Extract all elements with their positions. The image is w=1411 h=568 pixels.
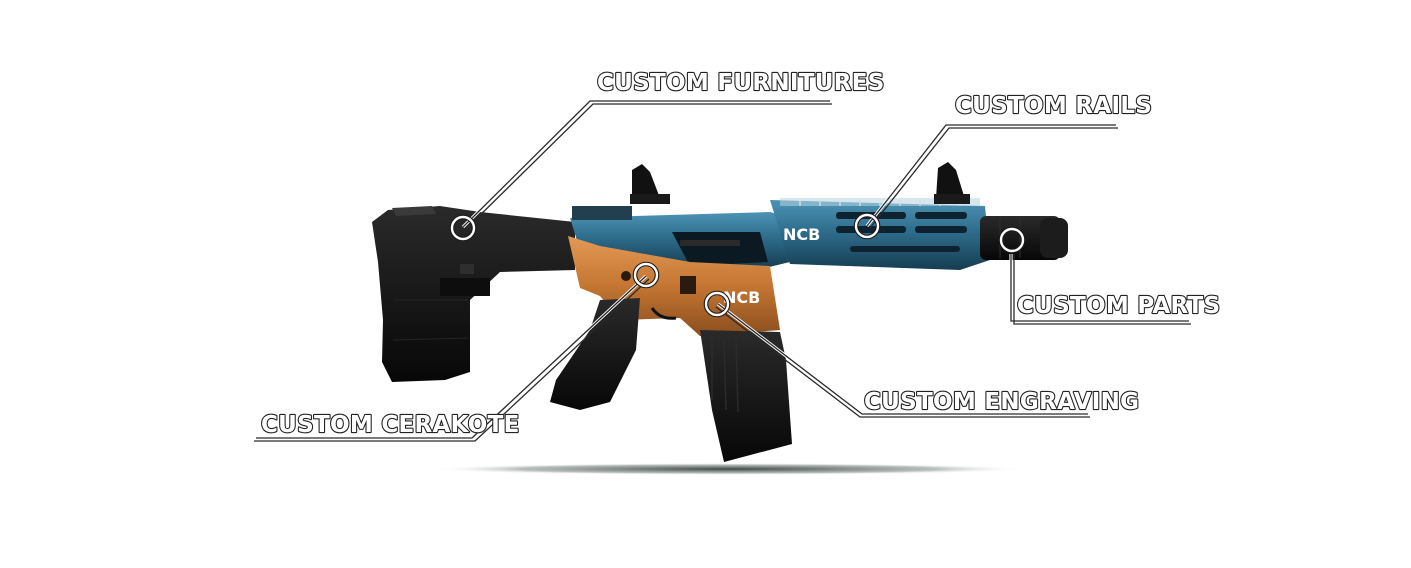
logo-mark-copper: NCB [723, 288, 760, 307]
pistol-grip [550, 298, 640, 410]
callout-custom-engraving[interactable]: CUSTOM ENGRAVING [703, 290, 1140, 418]
magazine [700, 330, 792, 462]
handguard-logo: NCB [783, 225, 820, 244]
ring-marker-icon [999, 227, 1025, 253]
ring-marker-icon [854, 213, 880, 239]
callout-custom-cerakote[interactable]: CUSTOM CERAKOTE [254, 261, 660, 442]
label-custom-parts: CUSTOM PARTS [1017, 293, 1220, 319]
label-custom-furnitures: CUSTOM FURNITURES [597, 70, 885, 96]
label-custom-cerakote: CUSTOM CERAKOTE [261, 412, 520, 438]
callout-custom-parts[interactable]: CUSTOM PARTS [998, 226, 1221, 325]
rear-sight [630, 164, 670, 204]
callout-custom-furnitures[interactable]: CUSTOM FURNITURES [449, 69, 885, 242]
stock-brace [372, 206, 575, 382]
ring-marker-icon [450, 215, 476, 241]
handguard: NCB [770, 198, 990, 270]
callout-custom-rails[interactable]: CUSTOM RAILS [853, 92, 1153, 240]
label-custom-engraving: CUSTOM ENGRAVING [864, 389, 1139, 415]
rifle-illustration: NCB NCB [372, 162, 1068, 462]
muzzle-device [980, 216, 1068, 260]
logo-mark-blue: NCB [783, 225, 820, 244]
ring-marker-icon [704, 291, 730, 317]
label-custom-rails: CUSTOM RAILS [955, 93, 1152, 119]
ring-marker-icon [633, 262, 659, 288]
front-sight [934, 162, 970, 204]
ground-shadow [428, 463, 1028, 475]
